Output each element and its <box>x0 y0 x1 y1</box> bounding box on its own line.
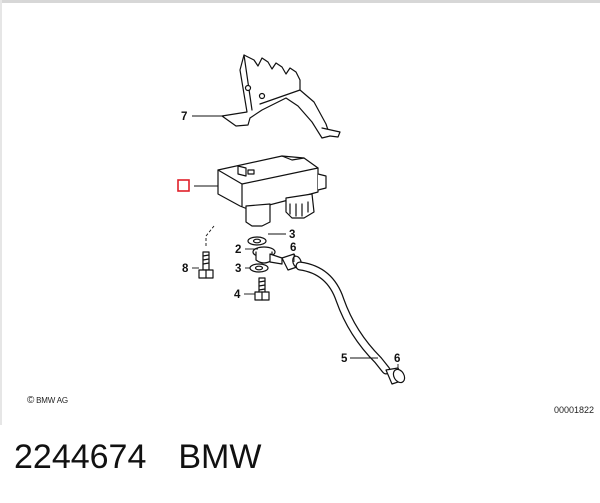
highlight-marker <box>177 179 190 192</box>
copyright-notice: ©BMW AG <box>27 395 68 406</box>
callout-4: 4 <box>234 289 241 301</box>
figure-id: 00001822 <box>553 405 594 415</box>
hose-clamp-lower <box>385 367 406 385</box>
control-unit-housing <box>217 155 327 227</box>
washer-bottom <box>249 263 269 273</box>
part-number: 2244674 <box>14 438 147 476</box>
washer-top <box>247 236 267 246</box>
callout-2: 2 <box>235 244 241 256</box>
mounting-bracket <box>221 54 341 139</box>
copyright-symbol: © <box>27 395 35 406</box>
callout-3-top: 3 <box>289 229 295 241</box>
bolt-4 <box>254 277 270 301</box>
callout-3-bottom: 3 <box>235 263 241 275</box>
frame-top-border <box>0 0 600 3</box>
callout-6-lower: 6 <box>394 353 400 365</box>
leader-lines <box>192 115 399 370</box>
brand-name: BMW <box>178 438 262 476</box>
callout-6-upper: 6 <box>290 242 296 254</box>
callout-8: 8 <box>182 263 189 275</box>
callout-5: 5 <box>341 353 348 365</box>
callout-7: 7 <box>181 111 187 123</box>
hollow-bolt-fitting <box>252 246 283 265</box>
bolt-8 <box>198 251 214 279</box>
copyright-text: BMW AG <box>36 396 68 405</box>
frame-left-border <box>0 0 2 425</box>
caption: 2244674 BMW <box>14 438 261 477</box>
